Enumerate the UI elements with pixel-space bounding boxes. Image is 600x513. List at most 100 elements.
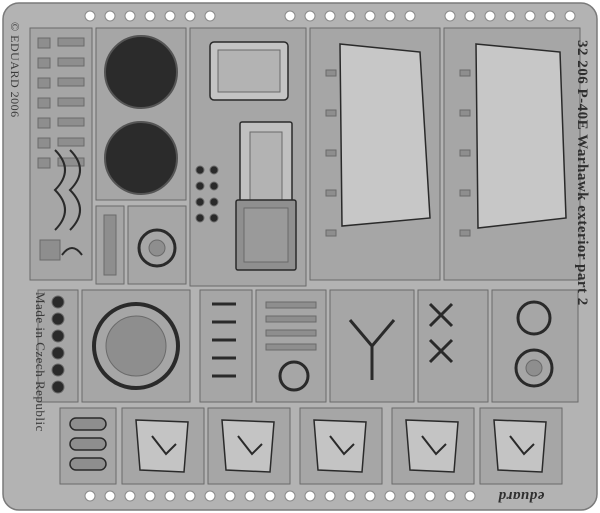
sprue-dot-bottom (384, 490, 396, 502)
bead-part (51, 346, 65, 360)
ring-center (148, 239, 166, 257)
bead-part (51, 363, 65, 377)
sprue-dot-top (204, 10, 216, 22)
sprue-dot-bottom (204, 490, 216, 502)
tab-left (325, 189, 337, 197)
sprue-dot-top (184, 10, 196, 22)
ring-frame (127, 205, 187, 285)
round-part-2-center (525, 359, 543, 377)
plate-detail (151, 435, 177, 456)
clip-part (39, 239, 61, 261)
sprue-dot-top (324, 10, 336, 22)
small-tab (37, 57, 51, 69)
sprue-dot-top (544, 10, 556, 22)
rivet-dot (195, 181, 205, 191)
small-strip (57, 117, 85, 127)
tab-left (325, 69, 337, 77)
sprue-dot-bottom (184, 490, 196, 502)
sprue-dot-bottom (84, 490, 96, 502)
sprue-dot-bottom (444, 490, 456, 502)
box-inner (217, 49, 281, 93)
small-strip (57, 157, 85, 167)
sprue-dot-top (464, 10, 476, 22)
sprue-dot-top (164, 10, 176, 22)
set-title: 32 206 P-40E Warhawk exterior part 2 (574, 40, 590, 306)
round-part-2 (514, 348, 554, 388)
tab-left (459, 189, 471, 197)
large-ring-inner (105, 315, 167, 377)
plate-detail (237, 435, 263, 456)
tab-left (325, 229, 337, 237)
small-tab (37, 157, 51, 169)
capsule-part (69, 417, 107, 431)
tab-left (459, 149, 471, 157)
plate-part (221, 419, 275, 473)
sprue-dot-bottom (344, 490, 356, 502)
tab-left (325, 149, 337, 157)
plate-part (493, 419, 547, 473)
wavy-strip (68, 149, 81, 231)
plate-detail (509, 435, 535, 456)
cooling-disc-1 (104, 35, 178, 109)
small-tab (37, 137, 51, 149)
link-panel (199, 289, 253, 403)
sprue-dot-bottom (164, 490, 176, 502)
sprue-dot-bottom (304, 490, 316, 502)
wavy-strip (53, 149, 66, 231)
sprue-dot-bottom (424, 490, 436, 502)
sprue-dot-bottom (244, 490, 256, 502)
sprue-dot-bottom (464, 490, 476, 502)
sprue-dot-top (144, 10, 156, 22)
plate-part (405, 419, 459, 473)
sprue-dot-bottom (404, 490, 416, 502)
hatch-inner (249, 131, 283, 205)
bar-part (265, 301, 317, 309)
sprue-dot-top (344, 10, 356, 22)
bead-part (51, 380, 65, 394)
sprue-dot-bottom (144, 490, 156, 502)
cowl-panel-2 (475, 43, 567, 229)
small-tab (37, 97, 51, 109)
capsule-part (69, 437, 107, 451)
bar-part (265, 315, 317, 323)
rivet-dot (209, 213, 219, 223)
bar-part (265, 343, 317, 351)
plate-detail (421, 435, 447, 456)
sprue-dot-top (504, 10, 516, 22)
gear-part (278, 360, 310, 392)
cooling-disc-2 (104, 121, 178, 195)
small-strip (57, 57, 85, 67)
plate-part (135, 419, 189, 473)
sprue-dot-bottom (324, 490, 336, 502)
small-strip (57, 37, 85, 47)
plate-detail (329, 435, 355, 456)
origin-mark: Made in Czech Republic (33, 292, 48, 432)
part-frame-left (29, 27, 93, 281)
tab-left (459, 229, 471, 237)
sprue-dot-top (104, 10, 116, 22)
bracket-part (348, 319, 396, 380)
sprue-dot-bottom (264, 490, 276, 502)
sprue-dot-top (124, 10, 136, 22)
small-strip (57, 97, 85, 107)
rivet-dot (195, 213, 205, 223)
bead-part (51, 295, 65, 309)
small-tab (37, 37, 51, 49)
sprue-dot-top (304, 10, 316, 22)
sprue-dot-top (524, 10, 536, 22)
sprue-dot-top (284, 10, 296, 22)
sprue-dot-top (564, 10, 576, 22)
sprue-dot-bottom (104, 490, 116, 502)
rivet-dot (209, 181, 219, 191)
sprue-dot-bottom (124, 490, 136, 502)
plate-part (313, 419, 367, 473)
cross-panel (417, 289, 489, 403)
rivet-dot (209, 197, 219, 207)
tab-left (325, 109, 337, 117)
round-part-1 (516, 300, 552, 336)
sprue-dot-bottom (224, 490, 236, 502)
cowl-panel-1 (339, 43, 431, 227)
block-inner (243, 207, 289, 263)
tab-left (459, 109, 471, 117)
